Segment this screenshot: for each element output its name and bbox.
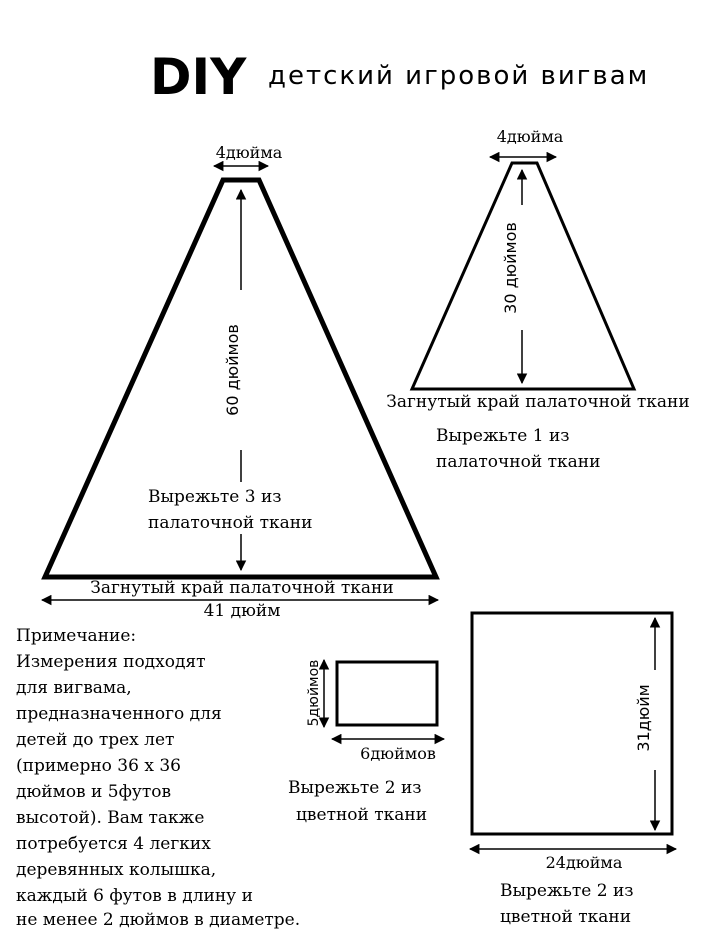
note-line: детей до трех лет: [16, 730, 174, 750]
large-panel-base-label: 41 дюйм: [204, 601, 281, 621]
small-panel-instruction-2: палаточной ткани: [436, 452, 600, 472]
large-rect-width-label: 24дюйма: [546, 853, 623, 872]
note-block: Примечание: Измерения подходят для вигва…: [16, 626, 300, 930]
small-panel-height-label: 30 дюймов: [501, 222, 520, 314]
large-rect-height-label: 31дюйм: [634, 684, 653, 751]
small-panel-instruction-1: Вырежьте 1 из: [436, 426, 570, 446]
large-rect-instruction-1: Вырежьте 2 из: [500, 881, 634, 901]
note-line: не менее 2 дюймов в диаметре.: [16, 910, 300, 930]
note-line: дюймов и 5футов: [16, 782, 171, 802]
large-panel-instruction-2: палаточной ткани: [148, 513, 312, 533]
page-title: детский игровой вигвам: [268, 61, 649, 91]
note-line: Измерения подходят: [16, 652, 206, 672]
note-line: для вигвама,: [16, 678, 132, 698]
note-line: потребуется 4 легких: [16, 834, 211, 854]
note-line: (примерно 36 х 36: [16, 756, 181, 776]
note-line: деревянных колышка,: [16, 860, 216, 880]
small-rect-shape: [335, 660, 439, 727]
large-panel-folded-edge: Загнутый край палаточной ткани: [90, 578, 393, 598]
small-rect-instruction-2: цветной ткани: [296, 805, 427, 825]
note-line: каждый 6 футов в длину и: [16, 886, 253, 906]
small-panel-folded-edge: Загнутый край палаточной ткани: [386, 392, 689, 412]
note-line: предназначенного для: [16, 704, 222, 724]
large-rect-shape: [470, 611, 674, 836]
large-panel-shape: [41, 177, 440, 580]
small-rect-instruction-1: Вырежьте 2 из: [288, 778, 422, 798]
large-panel-height-label: 60 дюймов: [223, 324, 242, 416]
large-rect-instruction-2: цветной ткани: [500, 907, 631, 927]
large-panel-top-label: 4дюйма: [216, 143, 283, 162]
brand-diy: DIY: [150, 48, 247, 106]
small-panel-shape: [409, 161, 637, 391]
large-panel-instruction-1: Вырежьте 3 из: [148, 487, 282, 507]
note-line: высотой). Вам также: [16, 808, 204, 828]
small-rect-height-label: 5дюймов: [306, 660, 322, 727]
small-rect-width-label: 6дюймов: [360, 744, 436, 763]
note-line: Примечание:: [16, 626, 136, 646]
small-panel-top-label: 4дюйма: [497, 127, 564, 146]
